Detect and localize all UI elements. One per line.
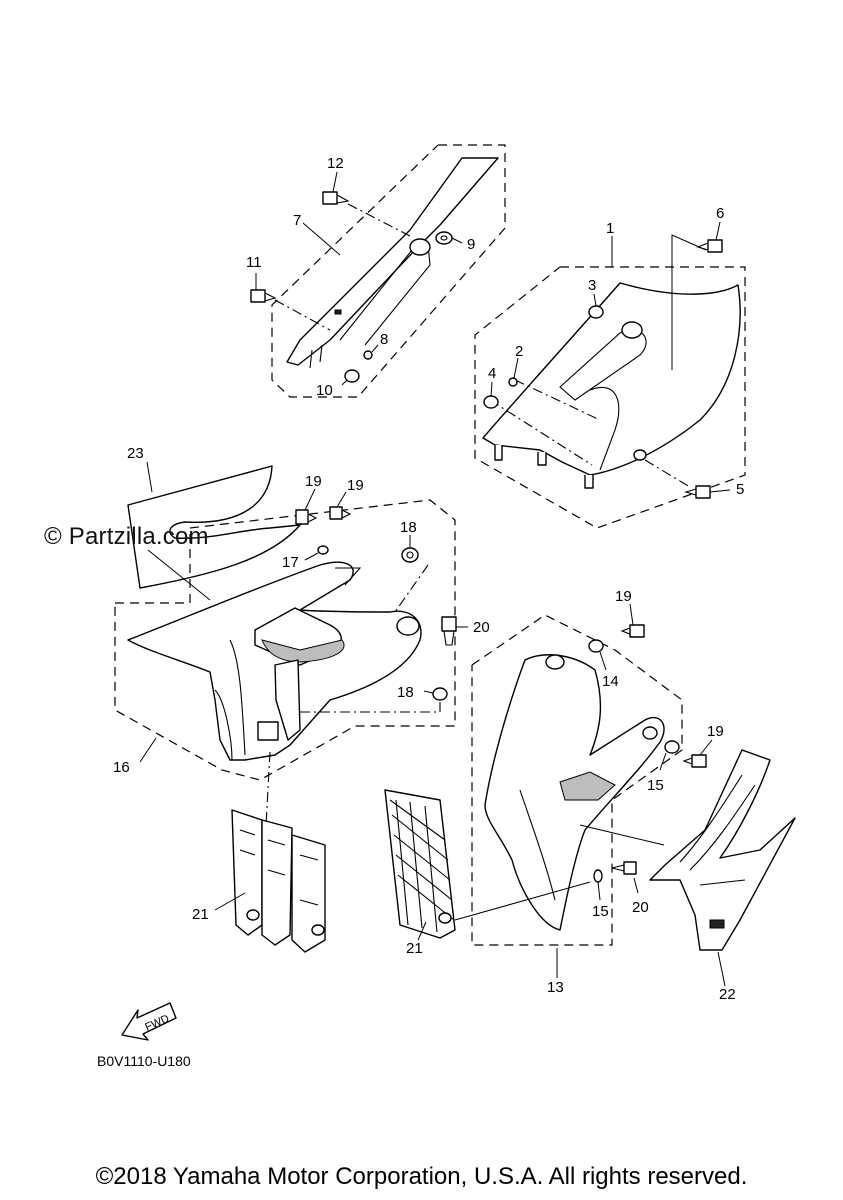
bolt-19-d — [682, 739, 713, 768]
part-1-side-cover — [474, 234, 746, 529]
nut-8 — [363, 344, 379, 360]
callout-19-d: 19 — [707, 723, 724, 740]
part-7-side-cover — [271, 144, 506, 398]
grommet-4 — [483, 381, 499, 409]
bolt-20-b — [611, 861, 639, 894]
forward-direction-arrow: FWD — [121, 1002, 177, 1041]
grommet-18-a — [401, 535, 419, 563]
callout-21-a: 21 — [192, 906, 209, 923]
callout-14: 14 — [602, 673, 619, 690]
grommet-14 — [588, 639, 607, 671]
washer-9 — [435, 231, 463, 245]
callout-4: 4 — [488, 365, 496, 382]
callout-1: 1 — [606, 220, 614, 237]
callout-16: 16 — [113, 759, 130, 776]
bolt-19-c — [620, 603, 645, 638]
callout-7: 7 — [293, 212, 301, 229]
callout-labels: 1 2 3 4 5 6 7 8 9 10 11 12 13 14 15 15 1… — [113, 155, 744, 1003]
callout-20-b: 20 — [632, 899, 649, 916]
bolt-19-b — [329, 491, 352, 520]
bolt-5 — [644, 459, 731, 499]
callout-6: 6 — [716, 205, 724, 222]
callout-15-b: 15 — [592, 903, 609, 920]
callout-12: 12 — [327, 155, 344, 172]
bolt-11 — [250, 273, 331, 331]
callout-18-b: 18 — [397, 684, 414, 701]
grommet-15-b — [593, 869, 603, 901]
part-16-shroud — [114, 499, 456, 901]
part-22-decal — [649, 749, 796, 987]
callout-19-a: 19 — [305, 473, 322, 490]
callout-13: 13 — [547, 979, 564, 996]
bolt-12 — [322, 171, 411, 237]
bolt-6 — [696, 221, 723, 253]
part-21-guard-left — [214, 809, 326, 953]
callout-22: 22 — [719, 986, 736, 1003]
callout-11: 11 — [246, 254, 262, 271]
callout-8: 8 — [380, 331, 388, 348]
part-21-guard-right — [384, 789, 591, 941]
grommet-15-a — [659, 740, 680, 771]
callout-9: 9 — [467, 236, 475, 253]
grommet-10 — [341, 369, 360, 386]
nut-17 — [304, 545, 329, 561]
callout-15-a: 15 — [647, 777, 664, 794]
part-13-shroud — [471, 614, 683, 978]
callout-5: 5 — [736, 481, 744, 498]
callout-10: 10 — [316, 382, 333, 399]
callout-2: 2 — [515, 343, 523, 360]
diagram-code: B0V1110-U180 — [97, 1053, 191, 1069]
partzilla-watermark: © Partzilla.com — [44, 523, 209, 550]
bolt-20-a — [441, 616, 468, 646]
nut-2 — [508, 357, 519, 387]
callout-23: 23 — [127, 445, 144, 462]
callout-20-a: 20 — [473, 619, 490, 636]
bolt-19-a — [295, 488, 318, 525]
grommet-3 — [588, 293, 604, 319]
grommet-18-b — [423, 687, 448, 701]
copyright-notice: ©2018 Yamaha Motor Corporation, U.S.A. A… — [95, 1163, 748, 1190]
callout-19-b: 19 — [347, 477, 364, 494]
callout-21-b: 21 — [406, 940, 423, 957]
callout-18-a: 18 — [400, 519, 417, 536]
callout-3: 3 — [588, 277, 596, 294]
callout-17: 17 — [282, 554, 299, 571]
callout-19-c: 19 — [615, 588, 632, 605]
